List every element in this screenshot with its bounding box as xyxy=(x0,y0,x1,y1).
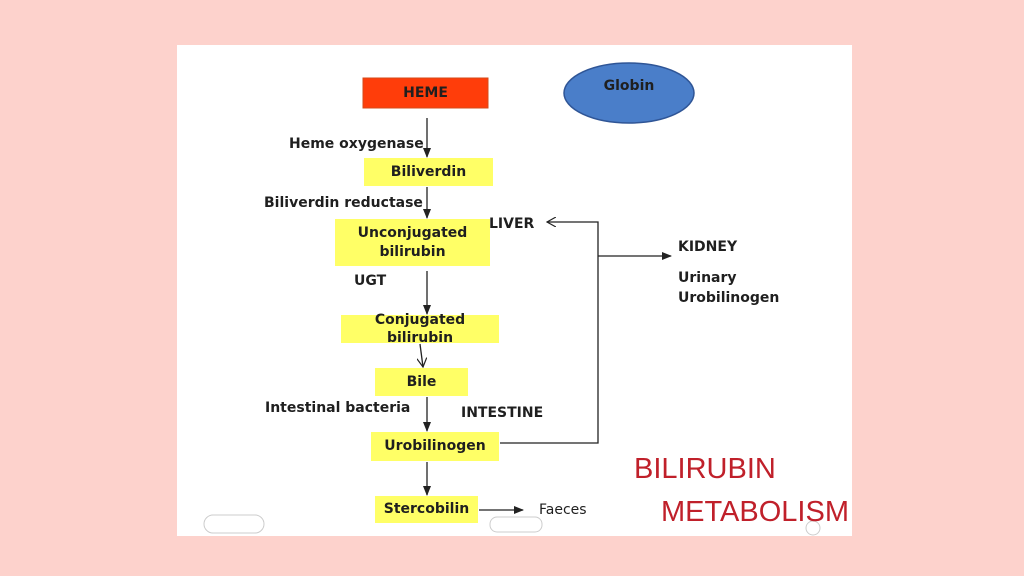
urinary-urobilinogen-label: Urobilinogen xyxy=(678,290,780,306)
pathway-diagram xyxy=(203,62,821,536)
globin-ellipse xyxy=(563,62,695,124)
stercobilin-label: Stercobilin xyxy=(383,501,470,518)
conjugated-bilirubin-box xyxy=(341,315,499,343)
stercobilin-box xyxy=(375,496,478,523)
slide-title-line-1: BILIRUBIN xyxy=(634,453,776,485)
placeholder-shape-left xyxy=(203,514,265,534)
bile-label: Bile xyxy=(406,373,437,390)
slide-title-line-2: METABOLISM xyxy=(661,496,849,528)
heme-box xyxy=(362,77,489,109)
arrow-conjugated-to-bile xyxy=(420,343,423,367)
globin-label: Globin xyxy=(603,77,655,94)
intestine-label: INTESTINE xyxy=(461,405,544,421)
biliverdin-label: Biliverdin xyxy=(390,163,467,180)
kidney-label: KIDNEY xyxy=(678,239,738,255)
urobilinogen-label: Urobilinogen xyxy=(384,438,486,455)
heme-oxygenase-label: Heme oxygenase xyxy=(289,136,424,152)
conjugated-bilirubin-label: Conjugated bilirubin xyxy=(374,311,466,346)
biliverdin-box xyxy=(364,158,493,186)
unconjugated-bilirubin-box xyxy=(335,219,490,266)
intestinal-bacteria-label: Intestinal bacteria xyxy=(265,400,411,416)
ugt-label: UGT xyxy=(354,273,387,289)
slide: HEME Globin Biliverdin Unconjugated bili… xyxy=(177,45,852,536)
arrow-urobilinogen-to-liver xyxy=(500,222,599,444)
bile-box xyxy=(375,368,468,396)
placeholder-shape-right xyxy=(805,520,821,536)
faeces-label: Faeces xyxy=(539,502,587,518)
liver-label: LIVER xyxy=(489,216,535,232)
biliverdin-reductase-label: Biliverdin reductase xyxy=(264,195,423,211)
heme-label: HEME xyxy=(403,84,448,101)
urinary-label: Urinary xyxy=(678,270,737,286)
unconjugated-bilirubin-label: Unconjugated bilirubin xyxy=(357,225,468,260)
urobilinogen-box xyxy=(371,432,499,461)
placeholder-shape-middle xyxy=(489,516,543,533)
